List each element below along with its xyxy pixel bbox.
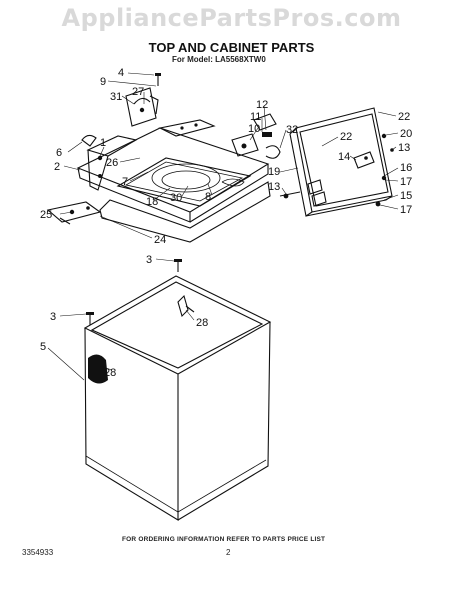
callout-6: 6 [56,147,62,159]
callout-28-inner: 28 [196,317,208,329]
callout-25: 25 [40,209,52,221]
ordering-note: FOR ORDERING INFORMATION REFER TO PARTS … [122,536,326,543]
callout-9: 9 [100,76,106,88]
leader-lines [47,72,399,381]
diagram-model: For Model: LA5568XTW0 [172,55,266,64]
callout-13-right: 13 [398,142,410,154]
callout-7: 7 [122,176,128,188]
callout-17-lower: 17 [400,204,412,216]
part-number-code: 3354933 [22,548,54,557]
callout-11: 11 [250,111,261,123]
clip-28-inner [177,294,195,318]
callout-26: 26 [106,157,118,169]
callout-27: 27 [132,86,144,98]
callout-28-outer: 28 [104,367,116,379]
hinge-bracket-25 [46,201,102,225]
callout-17-upper: 17 [400,176,412,188]
callout-19: 19 [268,166,280,178]
screw-4 [155,73,161,86]
callout-30: 30 [170,192,182,204]
callout-16: 16 [400,162,412,174]
callout-15: 15 [400,190,412,202]
callout-32: 32 [286,124,298,136]
callout-22-right: 22 [398,111,410,123]
console-bracket [86,119,216,191]
callout-10: 10 [248,123,260,135]
callout-4: 4 [118,67,124,79]
callout-8: 8 [205,191,211,203]
callout-2: 2 [54,161,60,173]
watermark: AppliancePartsPros.com [61,4,402,32]
screw-3-upper [174,259,182,272]
lid [279,107,394,217]
callout-24: 24 [154,234,166,246]
callout-labels: 4 9 27 31 1 6 2 26 7 18 30 8 25 24 12 11… [40,67,412,379]
clip-28-outer [88,354,108,384]
callout-22-inner: 22 [340,131,352,143]
page-number: 2 [226,548,231,557]
callout-5: 5 [40,341,46,353]
bumper-32 [265,145,281,159]
diagram-title: TOP AND CABINET PARTS [148,40,315,55]
screw-3-lower [86,312,94,325]
callout-13-left: 13 [268,181,280,193]
callout-3-upper: 3 [146,254,152,266]
callout-12: 12 [256,99,268,111]
washer-top [76,127,271,243]
callout-1: 1 [100,137,106,149]
clip-6 [81,134,97,147]
callout-3-lower: 3 [50,311,56,323]
callout-20: 20 [400,128,412,140]
callout-18: 18 [146,196,158,208]
switch-assembly [125,87,159,127]
callout-31: 31 [110,91,122,103]
cabinet [83,275,272,521]
callout-14: 14 [338,151,350,163]
